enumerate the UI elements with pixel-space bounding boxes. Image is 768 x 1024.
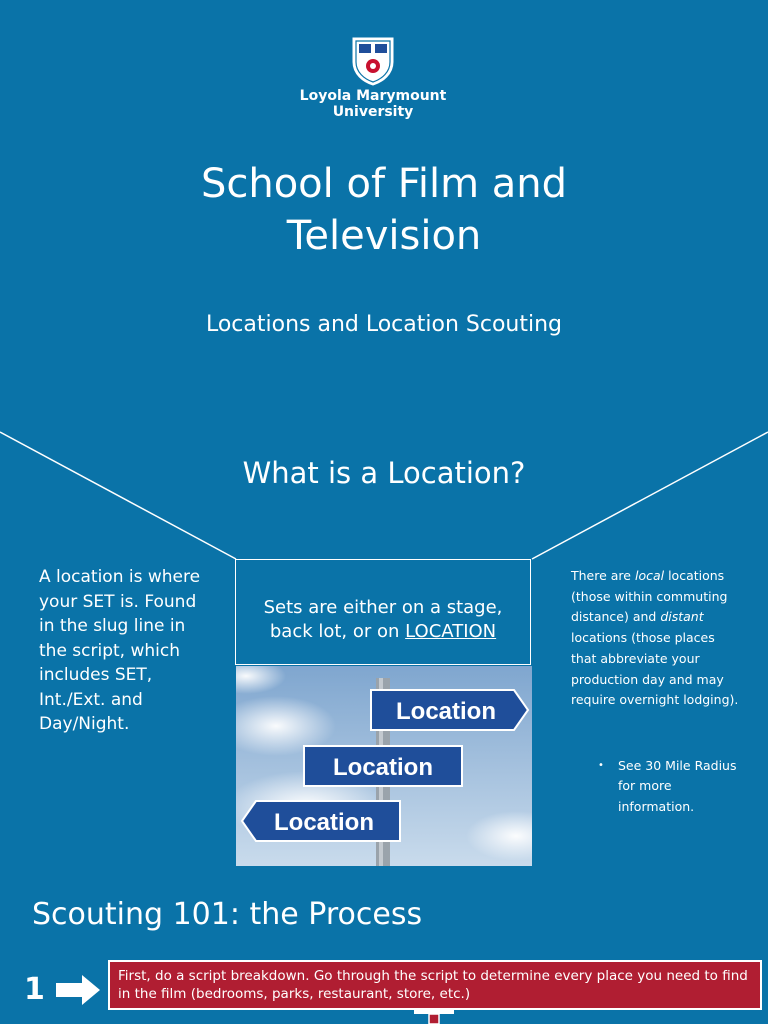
page-title-line1: School of Film and <box>200 161 568 207</box>
radius-bullet: • See 30 Mile Radius for more informatio… <box>598 756 748 817</box>
scouting-heading: Scouting 101: the Process <box>32 897 423 932</box>
step-box <box>108 960 762 1010</box>
radius-bullet-text: See 30 Mile Radius for more information. <box>618 758 737 814</box>
funnel-divider <box>0 431 768 560</box>
local-term: local <box>634 568 665 583</box>
location-types-text-part2: locations (those within commuting distan… <box>571 568 728 625</box>
section-heading: What is a Location? <box>242 456 526 490</box>
university-name-line2: University <box>332 104 414 120</box>
right-arrow-icon <box>56 975 100 1005</box>
university-name: Loyola Marymount University <box>284 88 462 120</box>
step-number: 1 <box>24 972 45 1007</box>
sign-label-1: Location <box>396 698 496 725</box>
bullet-dot-icon: • <box>598 760 604 771</box>
lmu-shield-icon <box>352 37 394 86</box>
page-subtitle: Locations and Location Scouting <box>205 312 563 337</box>
location-types-text: There are local locations (those within … <box>571 566 741 711</box>
sets-callout-box <box>235 559 531 665</box>
university-name-line1: Loyola Marymount <box>299 88 447 104</box>
location-link[interactable]: LOCATION <box>405 621 497 642</box>
sets-callout-text: Sets are either on a stage, back lot, or… <box>245 596 521 644</box>
location-signs-image: Location Location Location <box>236 666 532 866</box>
location-types-text-part3: locations (those places that abbreviate … <box>571 630 739 708</box>
page-title: School of Film and Television <box>100 158 668 262</box>
down-arrow-icon <box>414 1010 454 1024</box>
page-title-line2: Television <box>286 213 482 259</box>
sign-label-3: Location <box>274 809 374 836</box>
location-types-text-part1: There are <box>571 568 635 583</box>
distant-term: distant <box>660 609 704 625</box>
step-text: First, do a script breakdown. Go through… <box>118 968 748 1002</box>
location-definition-text: A location is where your SET is. Found i… <box>39 567 201 734</box>
sign-label-2: Location <box>333 754 433 781</box>
sets-callout-text-main: Sets are either on a stage, back lot, or… <box>263 597 503 642</box>
